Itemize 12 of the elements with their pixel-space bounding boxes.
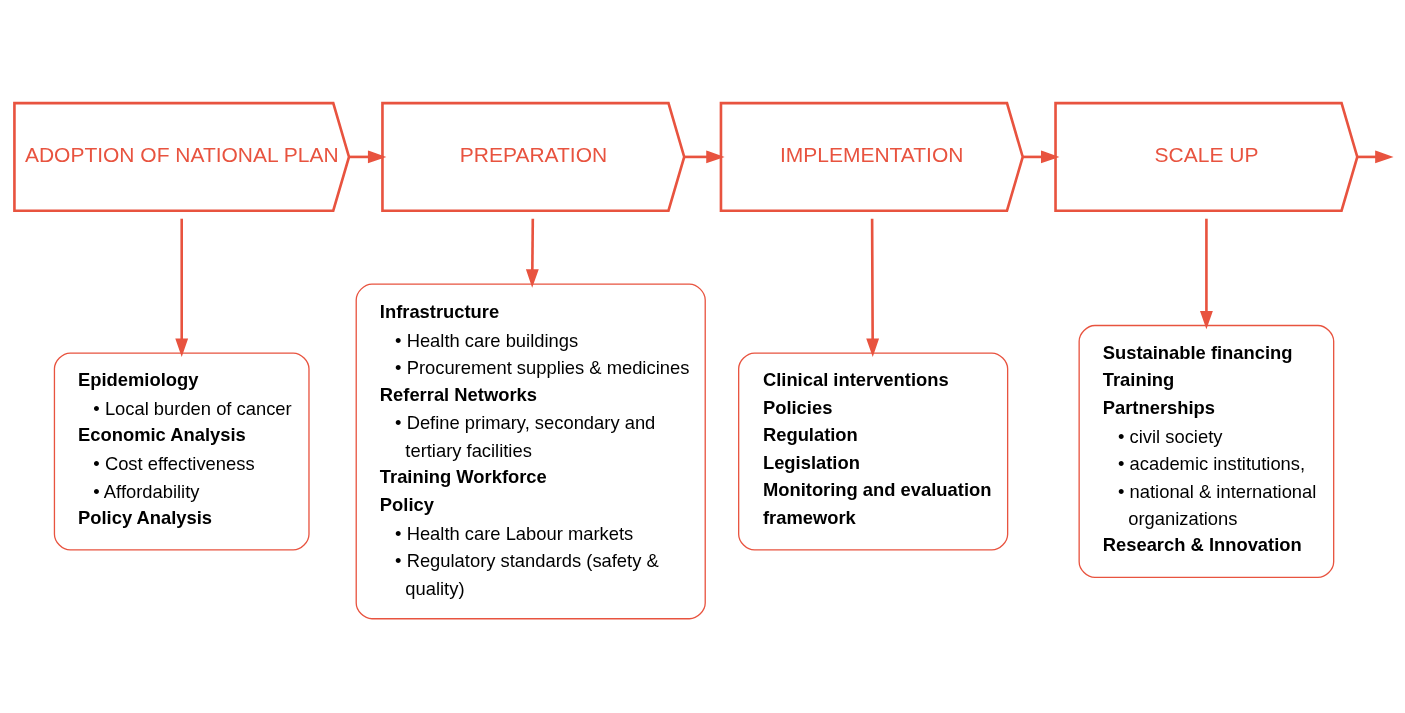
node-box: Clinical interventions Policies Regulation Legislation Monitoring and evaluation framework [738,351,1009,551]
node-box: Sustainable financing Training Partnerships • civil society • academic institutions, • national & international organizations Research & Innovation [1078,324,1335,578]
arrow [1357,149,1394,163]
arrow [684,149,725,163]
arrow [866,218,880,357]
arrow [175,218,189,357]
arrow [525,218,539,288]
arrow [1022,149,1060,163]
node-box: Epidemiology • Local burden of cancer Economic Analysis • Cost effectiveness • Affordability Policy Analysis [53,351,310,551]
arrow [349,149,387,163]
node-box: Infrastructure • Health care buildings • Procurement supplies & medicines Referral Networks • Define primary, secondary and tertiary facilities Training Workforce Policy • Health care Labour markets • Regulatory standards (safety & quality) [355,283,706,619]
arrow [1199,218,1213,329]
